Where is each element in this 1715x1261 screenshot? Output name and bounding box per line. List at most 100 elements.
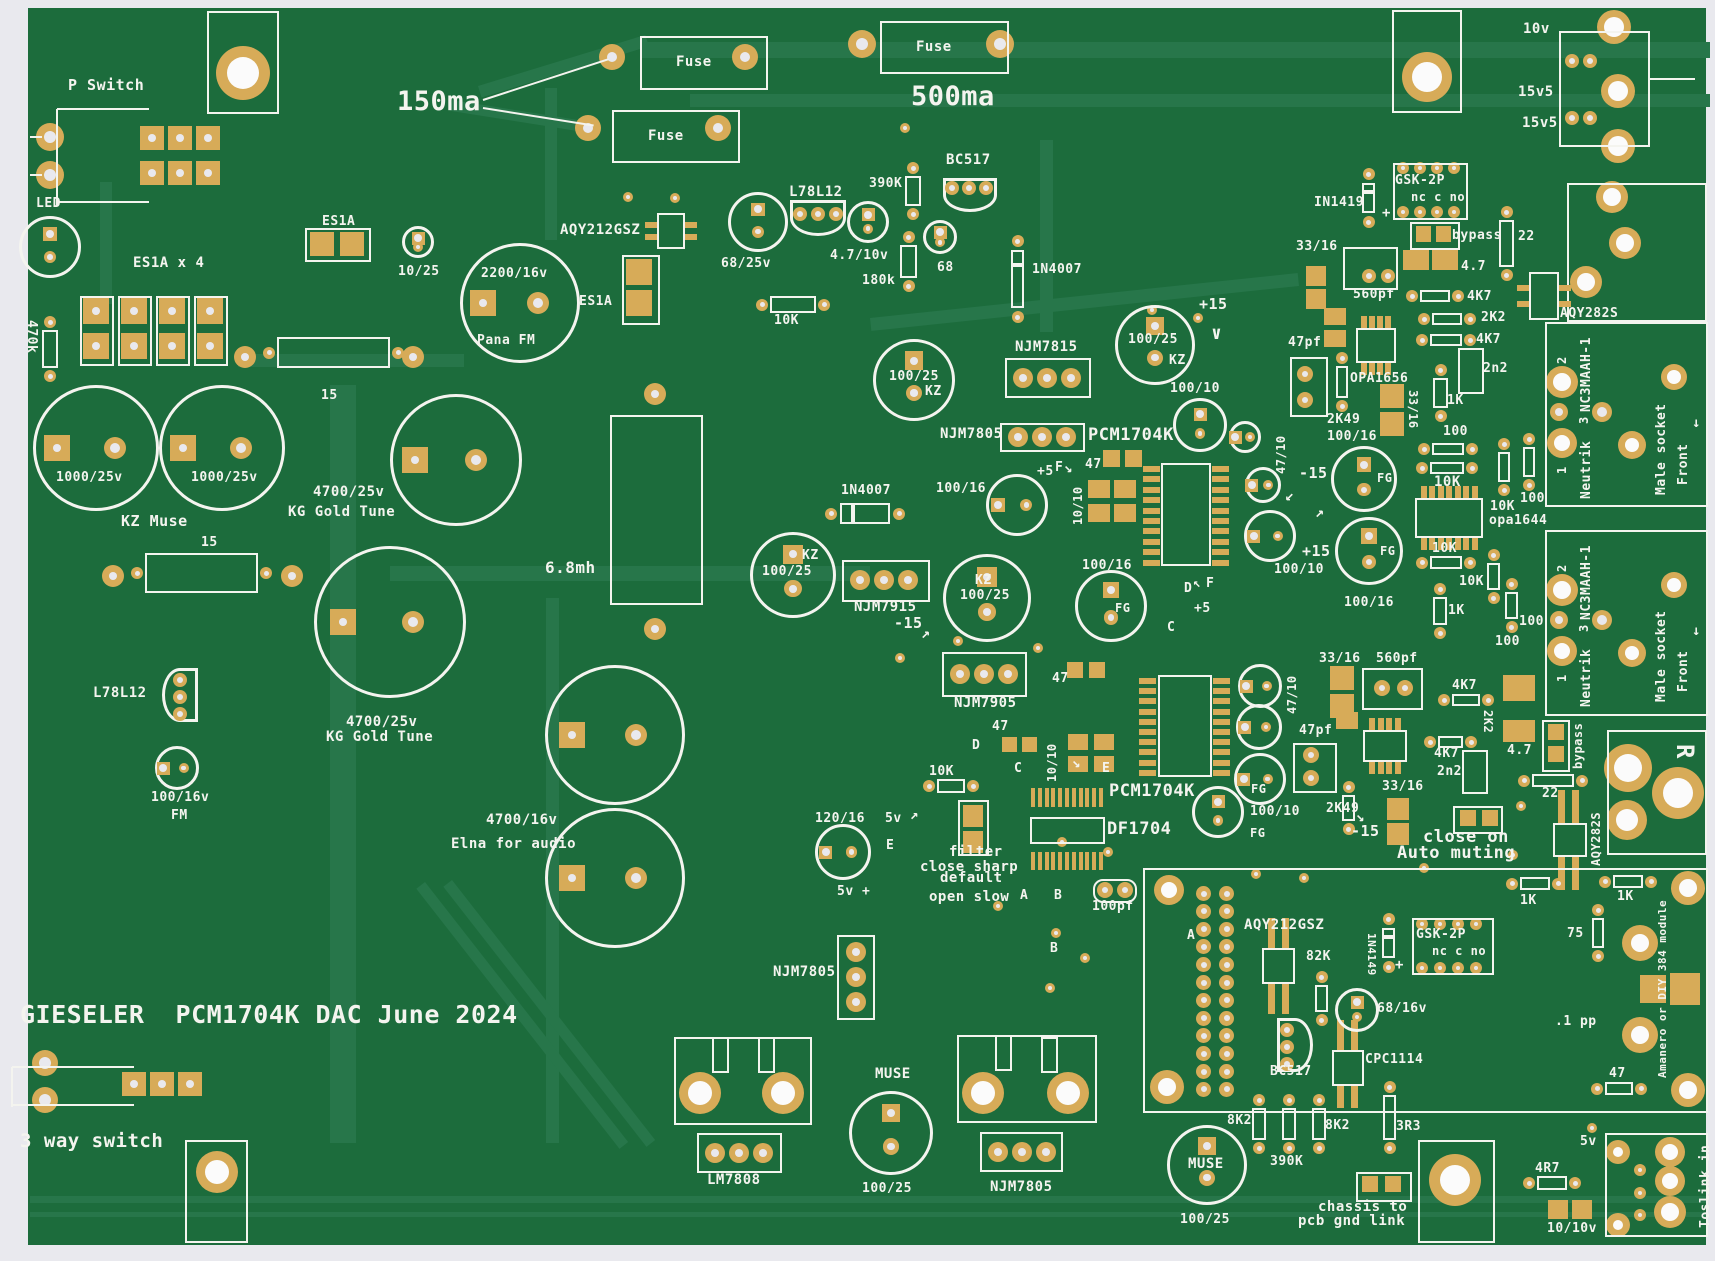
ic-pin-pad [1212, 528, 1229, 535]
ic-pin-pad [1051, 852, 1056, 870]
resistor-pad [1418, 443, 1430, 455]
silkscreen-label-close-sharp: close sharp [920, 859, 1019, 875]
capacitor-outline [986, 474, 1048, 536]
capacitor-pad [1146, 317, 1164, 336]
ic-pin-pad [1078, 852, 1083, 870]
silkscreen-label-p-switch: P Switch [68, 76, 145, 94]
plated-hole-pad [1606, 1213, 1630, 1237]
silkscreen-label-6-8mh: 6.8mh [545, 558, 596, 577]
header-pad [196, 126, 220, 150]
component-outline [1093, 879, 1137, 903]
header-pad [196, 161, 220, 185]
resistor-outline [145, 553, 258, 593]
resistor-outline [1605, 1082, 1633, 1095]
header-pad [1196, 957, 1211, 973]
silkscreen-label-1k: 1K [1448, 603, 1465, 618]
resistor-pad [1465, 736, 1477, 748]
solder-pad [895, 653, 905, 663]
ic-leg [1361, 316, 1367, 328]
to92-pad [962, 181, 976, 195]
silkscreen-label-male-socket: Male socket [1654, 403, 1669, 495]
header-pad [168, 126, 192, 150]
smd-pad [1268, 918, 1275, 948]
ic-leg [1385, 316, 1391, 328]
solder-pad [1051, 928, 1061, 938]
ic-pin-pad [1213, 759, 1230, 766]
resistor-outline [1613, 875, 1643, 888]
solder-pad [988, 1142, 1008, 1162]
header-pad [1196, 1046, 1211, 1062]
diode-outline [1362, 183, 1375, 213]
capacitor-pad [751, 202, 765, 217]
to92-outline [943, 178, 997, 212]
ic-pin-pad [1143, 486, 1160, 493]
capacitor-pad [156, 761, 170, 775]
component-outline [194, 296, 228, 366]
silkscreen-label-150ma: 150ma [397, 86, 481, 117]
capacitor-outline [1075, 570, 1147, 642]
resistor-pad [1569, 1177, 1581, 1189]
silkscreen-label-10-10: 10/10 [1045, 743, 1059, 782]
component-outline [712, 1037, 729, 1073]
ic-pin-pad [1143, 497, 1160, 504]
smd-pad [1558, 857, 1565, 890]
smd-pad [963, 831, 983, 853]
resistor-outline [42, 330, 58, 368]
silkscreen-label-33-16: 33/16 [1406, 390, 1420, 429]
silkscreen-label-kg-gold-tune: KG Gold Tune [326, 729, 434, 745]
capacitor-pad [904, 351, 924, 370]
silkscreen-line [30, 136, 42, 138]
silkscreen-label-180k: 180k [862, 273, 896, 288]
smd-pad [1022, 737, 1037, 752]
smd-pad [1503, 720, 1535, 742]
component-outline [1005, 358, 1091, 398]
ic-leg [1559, 285, 1571, 291]
resistor-pad [1438, 694, 1450, 706]
solder-pad [234, 346, 256, 368]
capacitor-pad [1193, 407, 1207, 421]
component-outline [674, 1037, 812, 1125]
silkscreen-label-10-10: 10/10 [1071, 486, 1085, 525]
capacitor-outline [1173, 398, 1227, 452]
smd-pad [1306, 289, 1326, 309]
resistor-pad [44, 316, 56, 328]
silkscreen-label-mark: ↗ [1315, 503, 1325, 521]
capacitor-outline [1335, 988, 1379, 1032]
component-outline [697, 1133, 782, 1173]
ic-pin-pad [1078, 788, 1083, 807]
resistor-pad [1315, 1014, 1328, 1026]
silkscreen-label-c: C [1014, 761, 1023, 776]
resistor-pad [1498, 438, 1510, 450]
ic-pin-pad [1139, 688, 1156, 695]
resistor-pad [1383, 1081, 1396, 1093]
smd-pad [1125, 450, 1142, 467]
ic-pin-pad [1099, 852, 1103, 870]
silkscreen-label-a: A [1187, 928, 1196, 943]
silkscreen-label-2200-16v: 2200/16v [481, 266, 548, 281]
resistor-outline [1420, 290, 1450, 302]
resistor-pad [1500, 269, 1513, 281]
component-outline [1356, 1172, 1412, 1202]
ic-pin-pad [1139, 678, 1156, 684]
header-pad [1452, 918, 1464, 930]
capacitor-pad [527, 292, 549, 314]
resistor-pad [1466, 443, 1478, 455]
copper-trace [690, 94, 1710, 107]
silkscreen-label-100-16: 100/16 [1344, 595, 1394, 610]
silkscreen-label-opa1644: opa1644 [1489, 513, 1548, 528]
component-outline [995, 1035, 1012, 1071]
plated-hole-pad [1546, 366, 1578, 398]
silkscreen-label-njm7805: NJM7805 [990, 1179, 1053, 1195]
diode-pad [1382, 961, 1395, 973]
silkscreen-label-l78l12: L78L12 [789, 184, 843, 200]
resistor-pad [1336, 352, 1348, 364]
silkscreen-label-fuse: Fuse [676, 54, 712, 70]
silkscreen-label-2: 2 [1555, 564, 1569, 572]
diode-pad [1382, 913, 1395, 925]
ic-leg [1361, 363, 1367, 375]
capacitor-outline [1167, 1125, 1247, 1205]
resistor-outline [1252, 1108, 1266, 1140]
ic-leg [685, 222, 697, 228]
silkscreen-label-mark: + [1382, 205, 1391, 221]
smd-pad [1330, 694, 1354, 718]
